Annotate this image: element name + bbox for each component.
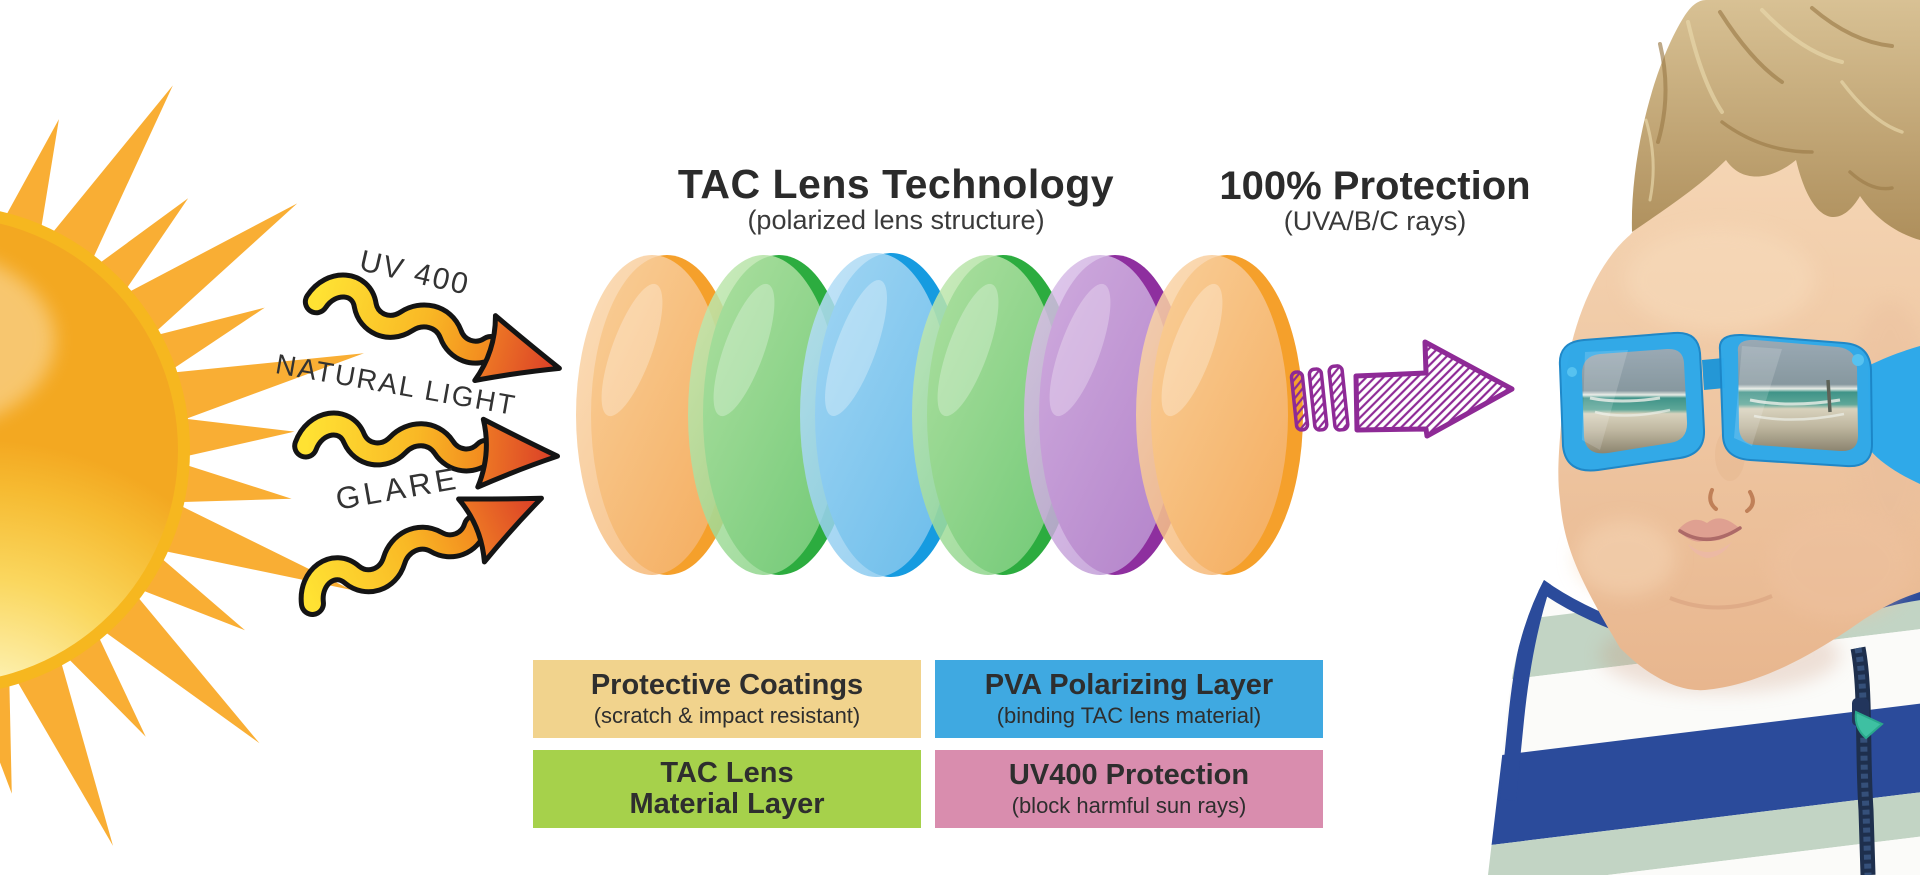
legend-title: TAC Lens (660, 756, 794, 789)
baby-hair (1631, 0, 1920, 240)
legend-pva-polarizing-layer: PVA Polarizing Layer (binding TAC lens m… (935, 660, 1323, 738)
diagram-title: TAC Lens Technology (677, 161, 1115, 207)
sun-illustration (0, 85, 364, 846)
lens-protective-coating-back (1136, 255, 1303, 575)
legend-title: PVA Polarizing Layer (984, 668, 1274, 701)
baby-lips (1678, 518, 1742, 558)
baby-photo (1488, 0, 1920, 875)
legend-subtitle: (scratch & impact resistant) (593, 703, 861, 729)
baby-sunglasses (1558, 331, 1920, 484)
legend-title-line2: Material Layer (629, 788, 825, 820)
legend-subtitle: (block harmful sun rays) (1011, 793, 1247, 819)
legend-uv400-protection: UV400 Protection (block harmful sun rays… (935, 750, 1323, 828)
legend-title: Protective Coatings (590, 668, 864, 701)
legend-title: UV400 Protection (1008, 758, 1250, 791)
protection-title: 100% Protection (1219, 164, 1531, 208)
lens-stack (576, 253, 1303, 577)
legend-tac-lens-material: TAC Lens Material Layer (533, 750, 921, 828)
diagram-subtitle: (polarized lens structure) (747, 205, 1045, 235)
legend-subtitle: (binding TAC lens material) (996, 703, 1262, 729)
protection-subtitle: (UVA/B/C rays) (1283, 206, 1467, 236)
result-arrow (1289, 339, 1515, 439)
legend-protective-coatings: Protective Coatings (scratch & impact re… (533, 660, 921, 738)
